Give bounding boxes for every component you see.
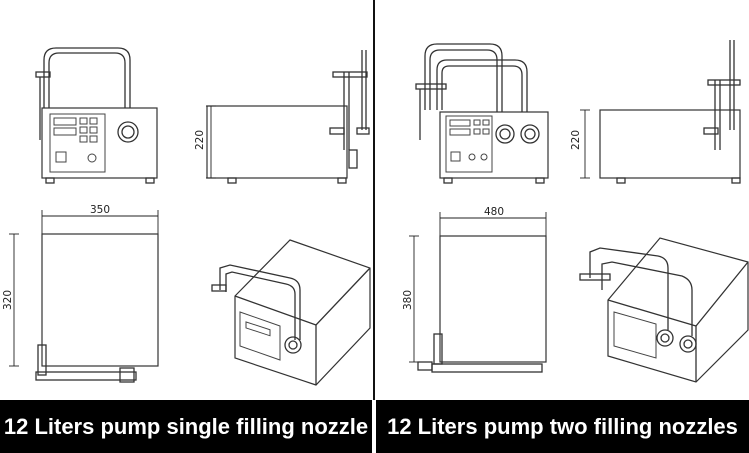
left-iso-view — [211, 239, 371, 386]
left-width-label: 350 — [90, 204, 110, 216]
right-iso-view — [579, 237, 749, 383]
left-caption: 12 Liters pump single filling nozzle — [0, 400, 372, 453]
left-depth-label: 320 — [2, 290, 14, 310]
right-height-label: 220 — [570, 130, 582, 150]
right-top-view: 480 380 — [402, 206, 547, 373]
left-side-view: 220 — [194, 50, 370, 184]
right-caption: 12 Liters pump two filling nozzles — [376, 400, 749, 453]
left-top-view: 350 320 — [2, 204, 159, 383]
right-depth-label: 380 — [402, 290, 414, 310]
left-caption-text: 12 Liters pump single filling nozzle — [3, 413, 369, 439]
right-caption-text: 12 Liters pump two filling nozzles — [387, 413, 738, 439]
diagram-canvas: 220 350 320 — [2, 0, 749, 400]
right-side-view: 220 — [570, 40, 741, 184]
right-front-view — [415, 43, 549, 184]
left-front-view — [35, 47, 158, 184]
left-height-label: 220 — [194, 130, 206, 150]
right-width-label: 480 — [484, 206, 504, 218]
